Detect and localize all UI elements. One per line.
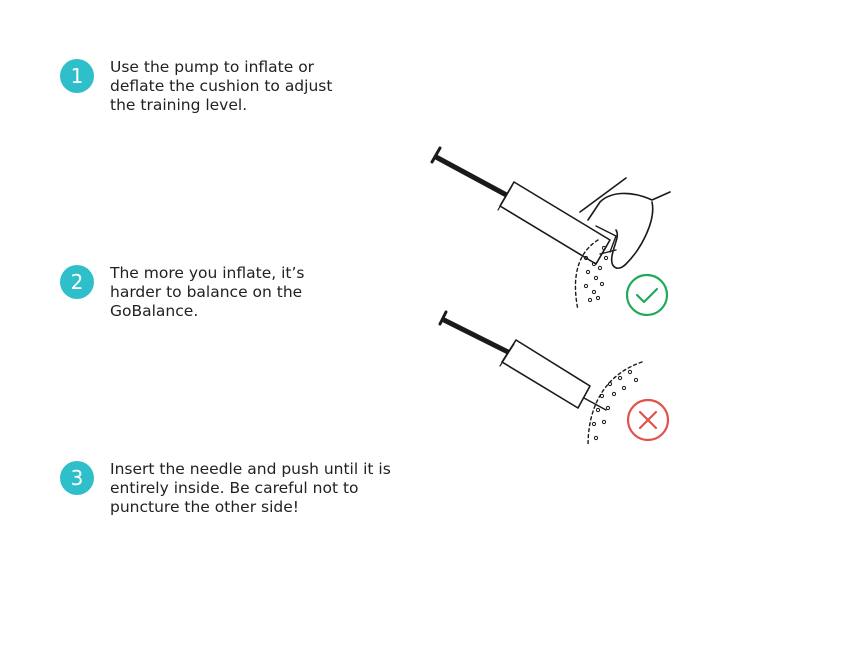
hand-outline: [579, 177, 671, 221]
step-2-text: The more you inflate, it’s harder to bal…: [110, 264, 305, 320]
step-3-text: Insert the needle and push until it is e…: [110, 460, 391, 516]
step-1: 1 Use the pump to inflate or deflate the…: [60, 58, 332, 115]
correct-usage-illustration: [430, 146, 671, 317]
pump-handle: [430, 146, 442, 164]
step-1-text: Use the pump to inflate or deflate the c…: [110, 58, 333, 114]
x-circle: [626, 398, 670, 442]
step-3: 3 Insert the needle and push until it is…: [60, 460, 391, 517]
step-3-badge: 3: [60, 461, 94, 495]
pump-illustration: [430, 146, 671, 447]
pump-body: [499, 181, 611, 265]
step-1-badge: 1: [60, 59, 94, 93]
pump-needle-2: [583, 397, 607, 411]
pump-body-2: [501, 339, 591, 409]
check-circle: [625, 273, 669, 317]
pump-rod-2: [441, 317, 519, 359]
cushion-texture: [583, 245, 609, 303]
pump-rod: [433, 154, 515, 201]
cushion-texture-2: [591, 369, 639, 441]
cushion-edge: [574, 239, 599, 311]
step-2: 2 The more you inflate, it’s harder to b…: [60, 264, 304, 321]
pump-handle-2: [438, 310, 448, 326]
step-2-badge: 2: [60, 265, 94, 299]
check-icon: [635, 287, 659, 304]
incorrect-usage-illustration: [438, 310, 670, 447]
cushion-edge-2: [587, 361, 643, 447]
